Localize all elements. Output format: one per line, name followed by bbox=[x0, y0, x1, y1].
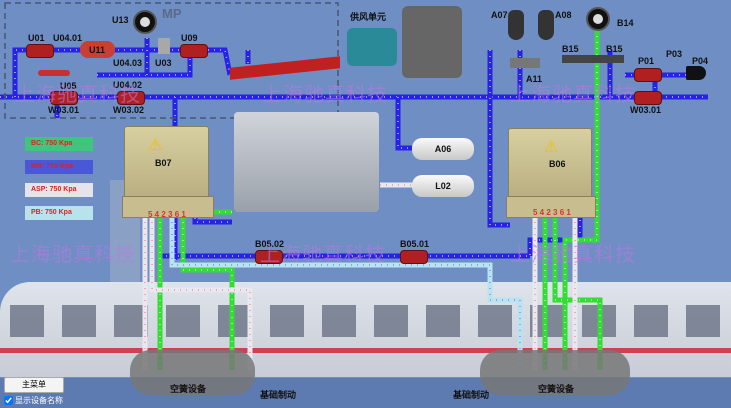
train-window bbox=[322, 305, 356, 337]
train-window bbox=[478, 305, 512, 337]
watermark: 上海驰真科技 bbox=[10, 244, 136, 266]
u05-handle-icon bbox=[38, 70, 70, 76]
b07-control-box[interactable] bbox=[124, 126, 209, 200]
p04-horn-icon bbox=[686, 66, 706, 80]
a06-reservoir[interactable]: A06 bbox=[412, 138, 474, 160]
b14-gauge-icon bbox=[586, 7, 610, 31]
a07-label: A07 bbox=[491, 10, 508, 20]
b15-label-left: B15 bbox=[562, 44, 579, 54]
warning-icon: ⚠ bbox=[544, 139, 559, 156]
bogie-left bbox=[130, 350, 255, 395]
p04-label: P04 bbox=[692, 56, 709, 66]
b14-label: B14 bbox=[617, 18, 634, 28]
a11-valve-icon[interactable] bbox=[510, 58, 540, 68]
watermark: 上海驰真科技 bbox=[15, 84, 141, 106]
w0301b-label: W03.01 bbox=[630, 105, 662, 115]
pressure-label: MR: 750 Kpa bbox=[25, 160, 93, 174]
warning-icon: ⚠ bbox=[148, 137, 163, 154]
mp-label: MP bbox=[162, 6, 182, 21]
b07-base bbox=[122, 196, 214, 218]
b07-label: B07 bbox=[155, 158, 172, 168]
a11-label: A11 bbox=[526, 74, 543, 84]
train-window bbox=[270, 305, 304, 337]
train-window bbox=[218, 305, 252, 337]
w0302-label: W03.02 bbox=[113, 105, 145, 115]
w0302-valve-icon[interactable] bbox=[117, 91, 145, 105]
train-window bbox=[62, 305, 96, 337]
base-brake-label-left: 基础制动 bbox=[260, 390, 297, 400]
watermark: 上海驰真科技 bbox=[510, 244, 636, 266]
pressure-label: ASP: 750 Kpa bbox=[25, 183, 93, 197]
train-window bbox=[634, 305, 668, 337]
w0301b-valve-icon[interactable] bbox=[634, 91, 662, 105]
pipe bbox=[395, 97, 412, 151]
b07-ports: 5 4 2 3 6 1 bbox=[148, 210, 186, 219]
a08-filter-icon bbox=[538, 10, 554, 40]
base-brake-label-right: 基础制动 bbox=[453, 390, 490, 400]
u01-valve-icon[interactable] bbox=[26, 44, 54, 58]
b15-valve-icon[interactable] bbox=[562, 55, 624, 63]
b06-ports: 5 4 2 3 6 1 bbox=[533, 208, 571, 217]
u0401-label: U04.01 bbox=[53, 33, 83, 43]
brake-valve-block[interactable] bbox=[234, 112, 379, 212]
pipe bbox=[12, 47, 233, 97]
u03-label: U03 bbox=[155, 58, 172, 68]
b06-control-box[interactable] bbox=[508, 128, 592, 200]
u0403-label: U04.03 bbox=[113, 58, 143, 68]
train-window bbox=[426, 305, 460, 337]
train-window bbox=[686, 305, 720, 337]
supply-unit-label: 供风单元 bbox=[350, 12, 387, 22]
show-names-checkbox-input[interactable] bbox=[4, 396, 13, 405]
show-names-checkbox[interactable]: 显示设备名称 bbox=[4, 395, 63, 406]
p01-valve-icon[interactable] bbox=[634, 68, 662, 82]
show-names-label: 显示设备名称 bbox=[15, 396, 63, 405]
u01-label: U01 bbox=[28, 33, 45, 43]
u11-label: U11 bbox=[89, 45, 106, 55]
p03-label: P03 bbox=[666, 49, 683, 59]
l02-label: L02 bbox=[435, 181, 451, 191]
w0301-valve-icon[interactable] bbox=[50, 91, 78, 105]
u03-valve-icon[interactable] bbox=[158, 38, 170, 54]
u09-valve-icon[interactable] bbox=[180, 44, 208, 58]
watermark: 上海驰真科技 bbox=[260, 244, 386, 266]
u0402-label: U04.02 bbox=[113, 80, 143, 90]
a06-label: A06 bbox=[434, 144, 452, 154]
b15-label-right: B15 bbox=[606, 44, 623, 54]
pressure-label: PB: 750 Kpa bbox=[25, 206, 93, 220]
b06-base bbox=[506, 196, 596, 218]
b0501-valve-icon[interactable] bbox=[400, 250, 428, 264]
watermark: 上海驰真科技 bbox=[510, 84, 636, 106]
u05-label: U05 bbox=[60, 81, 77, 91]
a07-filter-icon bbox=[508, 10, 524, 40]
train-stripe bbox=[0, 348, 731, 353]
u11-reservoir-icon[interactable] bbox=[80, 41, 115, 58]
air-spring-label-right: 空簧设备 bbox=[538, 384, 575, 394]
train-window bbox=[374, 305, 408, 337]
l02-reservoir[interactable]: L02 bbox=[412, 175, 474, 197]
u13-label: U13 bbox=[112, 15, 129, 25]
pressure-label: BC: 750 Kpa bbox=[25, 137, 93, 151]
b06-label: B06 bbox=[549, 159, 566, 169]
bogie-right bbox=[480, 350, 630, 395]
compressor-icon[interactable] bbox=[402, 6, 462, 78]
a08-label: A08 bbox=[555, 10, 572, 20]
b0502-label: B05.02 bbox=[255, 239, 285, 249]
pipe bbox=[180, 216, 235, 370]
pipe bbox=[149, 216, 253, 370]
u13-gauge-icon bbox=[133, 10, 157, 34]
b0501-label: B05.01 bbox=[400, 239, 430, 249]
main-menu-button[interactable]: 主菜单 bbox=[4, 377, 64, 393]
motor-icon[interactable] bbox=[347, 28, 397, 66]
train-window bbox=[166, 305, 200, 337]
b0502-valve-icon[interactable] bbox=[255, 250, 283, 264]
p01-label: P01 bbox=[638, 56, 655, 66]
train-window bbox=[114, 305, 148, 337]
u09-label: U09 bbox=[181, 33, 198, 43]
watermark: 上海驰真科技 bbox=[262, 84, 388, 106]
w0301-label: W03.01 bbox=[48, 105, 80, 115]
air-spring-label-left: 空簧设备 bbox=[170, 384, 207, 394]
train-window bbox=[10, 305, 44, 337]
